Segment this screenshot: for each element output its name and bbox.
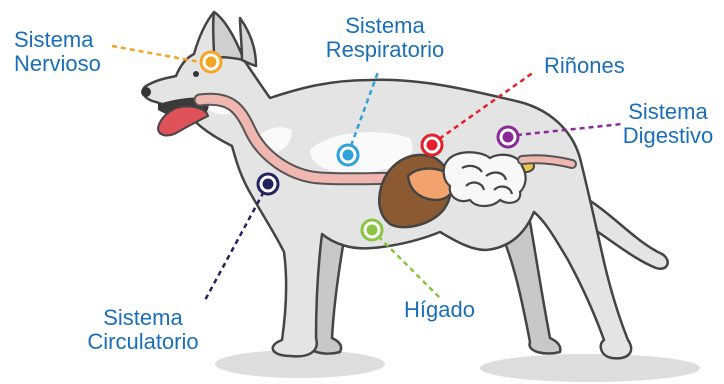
dog-nose [141, 87, 151, 97]
marker-circulatory [258, 174, 278, 194]
label-nervous-system: Sistema Nervioso [14, 28, 101, 76]
label-circulatory-line2: Circulatorio [76, 330, 210, 354]
label-nervous-line2: Nervioso [14, 52, 101, 76]
label-respiratory-system: Sistema Respiratorio [318, 14, 452, 62]
label-digestive-system: Sistema Digestivo [618, 100, 718, 148]
circulatory-pointer-line [204, 184, 268, 302]
label-circulatory-system: Sistema Circulatorio [76, 306, 210, 354]
marker-kidneys [422, 135, 442, 155]
dog-ear-back [240, 18, 256, 66]
label-respiratory-line2: Respiratorio [318, 38, 452, 62]
label-circulatory-line1: Sistema [76, 306, 210, 330]
marker-nervous [201, 52, 221, 72]
label-kidneys: Riñones [544, 54, 625, 78]
marker-digestive [498, 127, 518, 147]
label-liver: Hígado [404, 298, 475, 322]
label-kidneys-line1: Riñones [544, 54, 625, 78]
rear-paw-shadow [480, 354, 700, 382]
intestines-organ [444, 152, 526, 206]
label-liver-line1: Hígado [404, 298, 475, 322]
marker-liver [362, 220, 382, 240]
nervous-pointer-line [112, 46, 200, 62]
label-digestive-line1: Sistema [618, 100, 718, 124]
label-nervous-line1: Sistema [14, 28, 101, 52]
marker-respiratory [338, 145, 358, 165]
label-respiratory-line1: Sistema [318, 14, 452, 38]
dog-eye [193, 71, 199, 77]
label-digestive-line2: Digestivo [618, 124, 718, 148]
